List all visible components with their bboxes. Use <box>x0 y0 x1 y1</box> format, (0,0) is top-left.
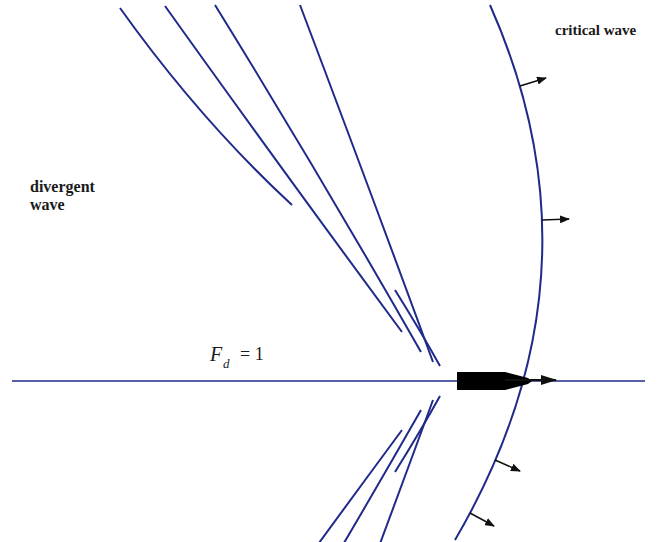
divergent-waves <box>120 5 440 542</box>
froude-subscript: d <box>223 357 230 371</box>
wave-label: critical wave <box>555 22 636 39</box>
ship-direction-arrow <box>505 379 556 381</box>
froude-symbol: F <box>210 343 222 365</box>
critical-wave-front <box>455 5 542 540</box>
center-line <box>12 380 645 382</box>
wave-label: divergent wave <box>30 178 112 213</box>
froude-value: = 1 <box>240 345 264 365</box>
propagation-arrows <box>470 78 569 526</box>
